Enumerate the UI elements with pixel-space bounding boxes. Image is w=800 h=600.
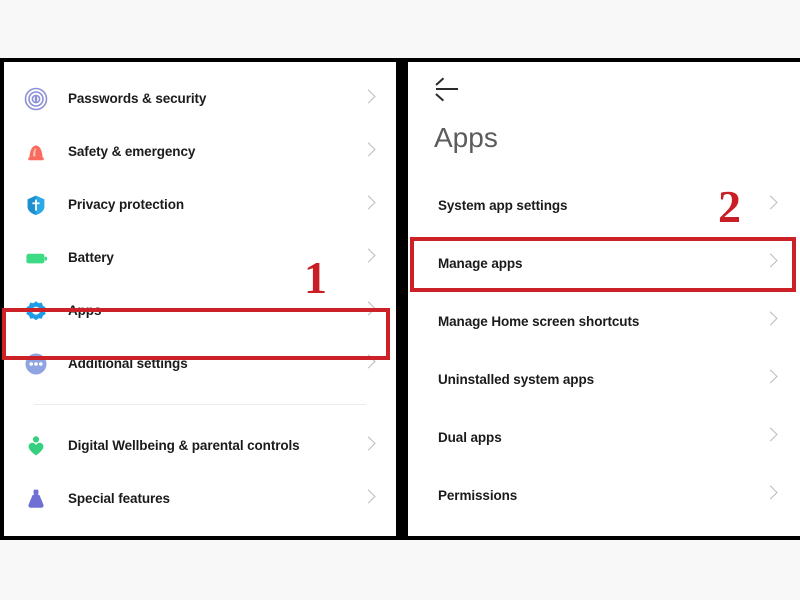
chevron-right-icon	[763, 485, 778, 500]
settings-row-privacy-protection[interactable]: Privacy protection	[4, 178, 396, 231]
apps-row-label: Dual apps	[438, 429, 502, 445]
settings-row-label: Digital Wellbeing & parental controls	[68, 438, 300, 453]
settings-row-label: Safety & emergency	[68, 144, 196, 159]
settings-row-label: Privacy protection	[68, 197, 184, 212]
chevron-right-icon	[763, 195, 778, 210]
settings-row-battery[interactable]: Battery	[4, 231, 396, 284]
left-phone-screen: Passwords & security Safety & emergency	[0, 58, 396, 540]
chevron-right-icon	[361, 247, 376, 263]
chevron-right-icon	[763, 311, 778, 326]
chevron-right-icon	[361, 194, 376, 210]
more-dots-icon	[4, 351, 68, 377]
chevron-right-icon	[763, 427, 778, 442]
page-title: Apps	[434, 122, 498, 153]
apps-row-system-app-settings[interactable]: System app settings	[408, 176, 800, 234]
privacy-shield-icon	[4, 192, 68, 218]
settings-row-label: Additional settings	[68, 356, 188, 371]
settings-row-digital-wellbeing[interactable]: Digital Wellbeing & parental controls	[4, 419, 396, 472]
special-features-flask-icon	[4, 486, 68, 512]
settings-row-label: Special features	[68, 491, 170, 506]
chevron-right-icon	[361, 88, 376, 104]
settings-row-passwords-security[interactable]: Passwords & security	[4, 72, 396, 125]
back-arrow-icon	[434, 77, 460, 101]
emergency-siren-icon	[4, 139, 68, 165]
settings-row-label: Apps	[68, 303, 102, 318]
fingerprint-icon	[4, 86, 68, 112]
settings-row-label: Passwords & security	[68, 91, 207, 106]
apps-row-manage-apps[interactable]: Manage apps	[408, 234, 800, 292]
chevron-right-icon	[763, 253, 778, 268]
apps-row-uninstalled-system-apps[interactable]: Uninstalled system apps	[408, 350, 800, 408]
step-number-1: 1	[304, 252, 327, 303]
settings-row-additional-settings[interactable]: Additional settings	[4, 337, 396, 390]
chevron-right-icon	[361, 488, 376, 504]
apps-row-dual-apps[interactable]: Dual apps	[408, 408, 800, 466]
settings-list: Passwords & security Safety & emergency	[4, 62, 396, 525]
settings-row-special-features[interactable]: Special features	[4, 472, 396, 525]
chevron-right-icon	[361, 353, 376, 369]
apps-row-label: Manage Home screen shortcuts	[438, 313, 640, 329]
apps-row-label: System app settings	[438, 197, 568, 213]
chevron-right-icon	[361, 300, 376, 316]
settings-row-apps[interactable]: Apps	[4, 284, 396, 337]
back-button[interactable]	[408, 62, 800, 116]
apps-row-label: Manage apps	[438, 255, 523, 271]
step-number-2: 2	[718, 181, 741, 232]
right-phone-screen: Apps System app settings Manage apps Man…	[408, 58, 800, 540]
apps-row-label: Permissions	[438, 487, 518, 503]
chevron-right-icon	[361, 141, 376, 157]
apps-row-label: Uninstalled system apps	[438, 371, 595, 387]
wellbeing-person-heart-icon	[4, 433, 68, 459]
apps-settings-list: System app settings Manage apps Manage H…	[408, 154, 800, 524]
settings-row-safety-emergency[interactable]: Safety & emergency	[4, 125, 396, 178]
panel-divider	[396, 58, 408, 540]
gear-icon	[4, 298, 68, 324]
chevron-right-icon	[763, 369, 778, 384]
list-separator	[34, 404, 366, 405]
settings-row-label: Battery	[68, 250, 114, 265]
chevron-right-icon	[361, 435, 376, 451]
battery-icon	[4, 245, 68, 271]
apps-row-permissions[interactable]: Permissions	[408, 466, 800, 524]
apps-row-manage-home-screen-shortcuts[interactable]: Manage Home screen shortcuts	[408, 292, 800, 350]
